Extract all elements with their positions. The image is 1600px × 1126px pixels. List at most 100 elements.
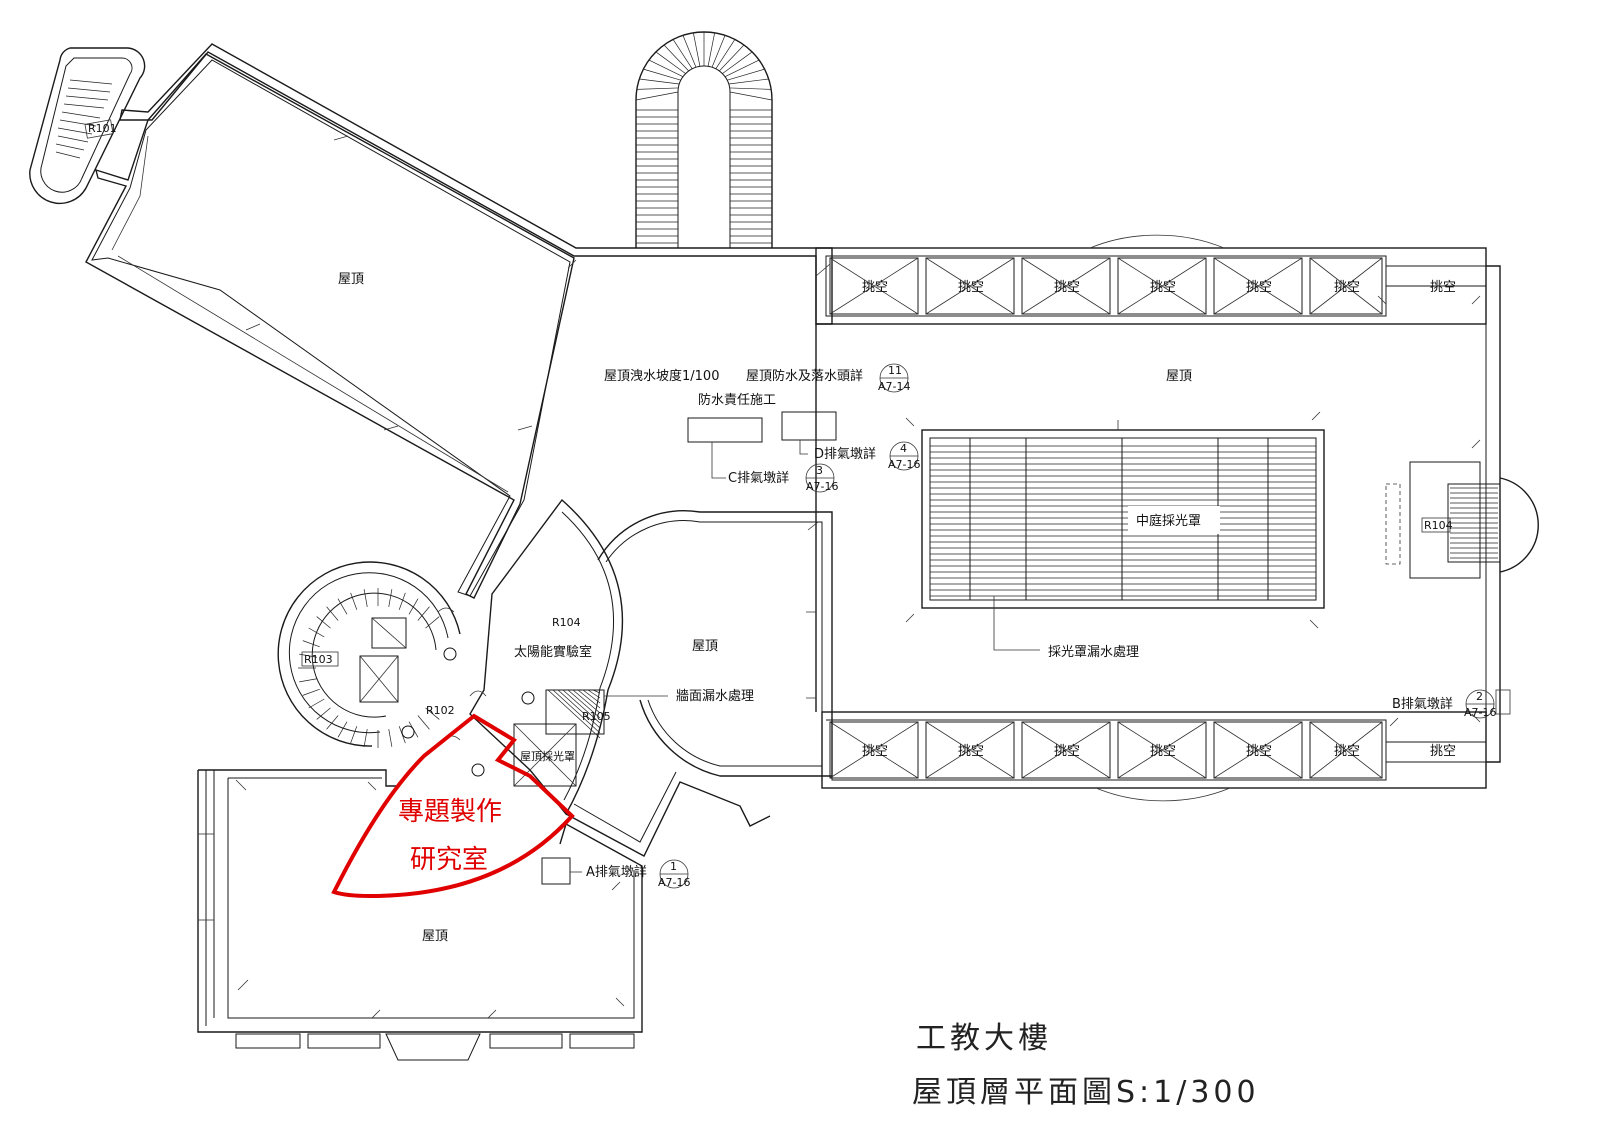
hatch-line xyxy=(663,44,689,72)
hatch-line xyxy=(1117,257,1207,315)
void-cell xyxy=(1117,721,1207,779)
label-void: 挑空 xyxy=(1150,744,1176,759)
hatch-line xyxy=(398,592,406,610)
hatch-line xyxy=(425,707,440,720)
void-cell xyxy=(1213,257,1303,315)
hatch-line xyxy=(552,689,601,734)
label-void: 挑空 xyxy=(1246,280,1272,295)
label-atrium-skylight: 中庭採光罩 xyxy=(1136,513,1201,529)
hatch-line xyxy=(582,689,601,704)
hatch-line xyxy=(829,257,919,315)
hatch-line xyxy=(728,78,769,85)
hatch-line xyxy=(719,44,745,72)
void-cell xyxy=(1309,257,1383,315)
hatch-line xyxy=(925,721,1015,779)
hatch-line xyxy=(302,640,320,648)
void-cell xyxy=(1021,721,1111,779)
label-r103: R103 xyxy=(304,653,333,666)
hatch-line xyxy=(1213,721,1303,779)
void-cell xyxy=(1021,257,1111,315)
hatch-line xyxy=(643,68,681,81)
hatch-line xyxy=(729,87,772,90)
hatch-line xyxy=(308,698,325,709)
hatch-line xyxy=(572,689,601,714)
hatch-line xyxy=(316,616,331,629)
ref-3-sheet: A7-16 xyxy=(806,480,839,493)
hatch-line xyxy=(363,728,368,747)
hatch-line xyxy=(707,32,715,67)
hatch-line xyxy=(587,689,601,699)
label-r104: R104 xyxy=(552,616,581,629)
ref-1-sheet: A7-16 xyxy=(658,876,691,889)
ref-a714: A7-14 xyxy=(878,380,911,393)
label-void: 挑空 xyxy=(958,744,984,759)
void-cell xyxy=(1117,257,1207,315)
atrium-skylight: 中庭採光罩 xyxy=(921,429,1325,609)
label-roof-slope: 屋頂洩水坡度1/100 xyxy=(604,368,719,384)
stair-r101: R101 xyxy=(29,47,146,205)
label-r105: R105 xyxy=(582,710,611,723)
label-r102: R102 xyxy=(426,704,455,717)
hatch-line xyxy=(316,707,331,720)
hatch-line xyxy=(562,689,601,724)
hatch-line xyxy=(729,91,773,101)
hatch-line xyxy=(350,726,358,744)
plan-labels: 屋頂 屋頂 屋頂 屋頂 R104 太陽能實驗室 屋頂洩水坡度1/100 屋頂防水… xyxy=(338,272,1453,944)
label-void: 挑空 xyxy=(1334,280,1360,295)
hatch-line xyxy=(1117,721,1207,779)
hatch-line xyxy=(682,35,697,68)
leader-lines xyxy=(570,263,1040,873)
void-cell xyxy=(1213,721,1303,779)
label-small-skylight: 屋頂採光罩 xyxy=(520,749,575,763)
label-roof-east: 屋頂 xyxy=(1166,369,1192,384)
hatch-line xyxy=(636,87,679,90)
label-exhaust-b: B排氣墩詳 xyxy=(1392,696,1453,712)
hatch-line xyxy=(308,627,325,638)
detail-refs: 11 A7-14 4 A7-16 3 A7-16 2 A7-16 1 A7-16 xyxy=(658,363,1497,889)
hatch-line xyxy=(363,589,368,608)
label-roof-center: 屋頂 xyxy=(692,639,718,654)
void-cell xyxy=(829,257,919,315)
label-void: 挑空 xyxy=(1150,280,1176,295)
ref-3: 3 xyxy=(816,464,823,477)
label-r101: R101 xyxy=(88,122,117,135)
hatch-line xyxy=(655,51,686,74)
ref-4: 4 xyxy=(900,442,907,455)
void-cell xyxy=(925,257,1015,315)
title-block: 工教大樓 屋頂層平面圖S:1/300 xyxy=(912,1021,1260,1110)
hatch-line xyxy=(829,721,919,779)
label-r104-east: R104 xyxy=(1424,519,1453,532)
hatch-line xyxy=(693,32,701,67)
hatch-line xyxy=(337,598,348,615)
void-cell xyxy=(829,721,919,779)
hatch-line xyxy=(577,689,601,709)
label-void: 挑空 xyxy=(862,744,888,759)
label-void: 挑空 xyxy=(862,280,888,295)
hatch-line xyxy=(1021,257,1111,315)
hatch-line xyxy=(337,721,348,738)
hatch-line xyxy=(557,689,601,729)
label-exhaust-d: D排氣墩詳 xyxy=(814,446,876,462)
label-skylight-leak: 採光罩漏水處理 xyxy=(1048,644,1139,660)
label-void-end: 挑空 xyxy=(1430,744,1456,759)
label-roof-waterproof: 屋頂防水及落水頭詳 xyxy=(746,368,863,384)
hatch-line xyxy=(417,715,430,730)
southwest-roof xyxy=(197,769,643,1061)
highlight-line2: 研究室 xyxy=(410,845,488,875)
hatch-line xyxy=(547,689,601,739)
exhaust-boxes xyxy=(687,411,837,479)
plan-subtitle: 屋頂層平面圖S:1/300 xyxy=(912,1075,1260,1110)
hatch-line xyxy=(408,598,419,615)
label-void: 挑空 xyxy=(1246,744,1272,759)
hatch-line xyxy=(715,39,736,70)
hatch-line xyxy=(648,59,684,78)
northwest-wing xyxy=(85,43,833,599)
hatch-line xyxy=(672,39,693,70)
void-cell xyxy=(925,721,1015,779)
solar-lab-block: 屋頂採光罩 R105 xyxy=(469,498,833,857)
ref-2: 2 xyxy=(1476,690,1483,703)
label-roof-nw: 屋頂 xyxy=(338,272,364,287)
hatch-line xyxy=(567,689,601,719)
label-void: 挑空 xyxy=(1334,744,1360,759)
